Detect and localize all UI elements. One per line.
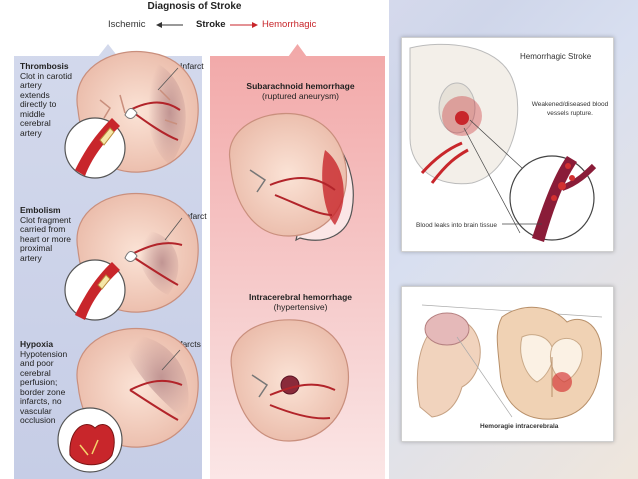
hypoxia-text: Hypoxia Hypotension and poor cerebral pe…	[20, 339, 74, 426]
intracerebral-illustration	[416, 304, 603, 420]
subarachnoid-brain	[228, 112, 354, 242]
thrombosis-heading: Thrombosis	[20, 61, 69, 71]
hypoxia-description: Hypotension and poor cerebral perfusion;…	[20, 348, 68, 425]
hypoxia-infarcts-label: Infarcts	[173, 339, 201, 349]
hypoxia-heading: Hypoxia	[20, 339, 54, 349]
thrombosis-text: Thrombosis Clot in carotid artery extend…	[20, 61, 72, 138]
intracerebral-panel-caption: Hemoragie intracerebrala	[480, 423, 559, 430]
stroke-arrows	[156, 22, 258, 28]
hemorrhagic-stroke-panel: Hemorrhagic Stroke Weakened/diseased blo…	[401, 37, 614, 252]
embolism-infarct-label: Infarct	[183, 211, 207, 221]
hypoxia-brain	[57, 327, 199, 473]
subarachnoid-subtitle: (ruptured aneurysm)	[261, 90, 339, 101]
hemorrhagic-label: Hemorrhagic	[262, 19, 317, 30]
brain-illustrations	[57, 50, 354, 473]
intracerebral-caption: Intracerebral hemorrhage (hypertensive)	[218, 292, 383, 312]
vessels-rupture-callout: Weakened/diseased blood vessels rupture.	[531, 101, 609, 117]
thrombosis-brain	[64, 50, 199, 179]
embolism-description: Clot fragment carried from heart or more…	[20, 214, 72, 263]
intracerebral-brain	[230, 319, 350, 442]
embolism-heading: Embolism	[20, 205, 61, 215]
page-title: Diagnosis of Stroke	[147, 1, 242, 12]
subarachnoid-caption: Subarachnoid hemorrhage (ruptured aneury…	[218, 81, 383, 101]
hemorrhagic-stroke-illustration	[409, 43, 597, 242]
embolism-brain	[64, 192, 199, 321]
intracerebral-subtitle: (hypertensive)	[273, 301, 328, 312]
subarachnoid-heading: Subarachnoid hemorrhage	[246, 81, 355, 91]
ischemic-label: Ischemic	[108, 19, 146, 30]
hemorrhagic-stroke-title: Hemorrhagic Stroke	[520, 52, 592, 61]
stroke-label: Stroke	[196, 19, 226, 30]
thrombosis-infarct-label: Infarct	[180, 61, 204, 71]
thrombosis-description: Clot in carotid artery extends directly …	[20, 70, 72, 138]
intracerebral-panel: Hemoragie intracerebrala	[401, 286, 614, 442]
blood-leak-callout: Blood leaks into brain tissue	[416, 222, 497, 229]
embolism-text: Embolism Clot fragment carried from hear…	[20, 205, 72, 263]
intracerebral-heading: Intracerebral hemorrhage	[249, 292, 352, 302]
